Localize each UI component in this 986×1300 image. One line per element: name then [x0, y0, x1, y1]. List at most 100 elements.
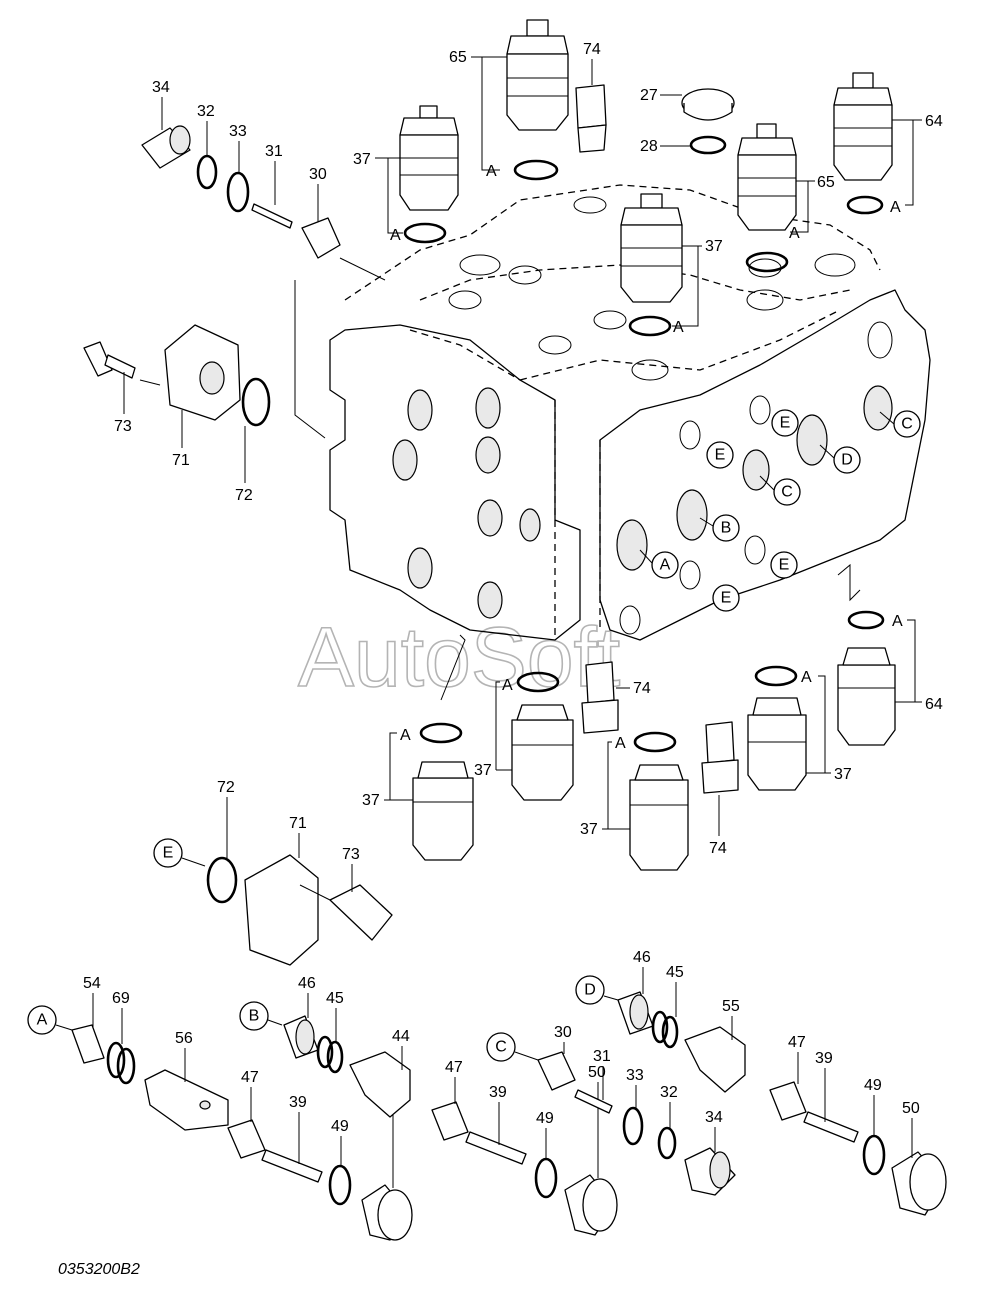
label-55: 55: [722, 998, 740, 1015]
part-33-oring-c: [622, 1106, 644, 1146]
label-45-d: 45: [666, 964, 684, 981]
part-39-spring-a: [261, 1149, 323, 1183]
label-28: 28: [640, 138, 658, 155]
drawing-code: 0353200B2: [58, 1261, 140, 1278]
part-31-spring: [251, 203, 293, 229]
part-a-oring-5: [846, 195, 884, 215]
part-37-relief-lower-mid: [511, 704, 574, 801]
label-44: 44: [392, 1028, 410, 1045]
part-a-oring-1: [403, 222, 447, 244]
part-a-oring-4: [745, 251, 789, 273]
valve-body: [329, 184, 931, 641]
part-44-spool: [349, 1051, 411, 1118]
label-56: 56: [175, 1030, 193, 1047]
part-37-relief-lower-left: [412, 761, 474, 861]
label-30-c: 30: [554, 1024, 572, 1041]
callout-b-bottom: [239, 1001, 269, 1031]
part-46-sleeve-b: [283, 1015, 319, 1059]
part-45-spring-d: [651, 1010, 679, 1049]
callout-e-2: E: [715, 447, 726, 464]
callout-a-bottom-text: A: [37, 1012, 48, 1029]
label-50-d: 50: [902, 1100, 920, 1117]
part-49-oring-a: [328, 1164, 352, 1206]
part-54-sleeve: [71, 1024, 105, 1064]
part-45-spring-b: [316, 1035, 344, 1074]
label-37-e: 37: [474, 762, 492, 779]
callout-e-1: E: [780, 415, 791, 432]
callout-b-face: B: [721, 520, 732, 537]
part-71-flange-e: [244, 854, 319, 966]
part-47-sleeve-a: [227, 1119, 266, 1159]
label-32: 32: [197, 103, 215, 120]
part-37-relief-lower-right: [747, 697, 807, 791]
part-56-spool: [144, 1069, 229, 1131]
part-50-plug-b: [564, 1174, 618, 1236]
part-30-poppet-c: [537, 1051, 576, 1091]
part-34-plug: [141, 125, 191, 169]
label-73-e: 73: [342, 846, 360, 863]
label-a-6: A: [892, 613, 903, 630]
part-65-relief-right: [737, 123, 797, 231]
label-74-a: 74: [583, 41, 601, 58]
label-47-a: 47: [241, 1069, 259, 1086]
label-31-c: 31: [593, 1048, 611, 1065]
part-74-check-lower-right: [701, 721, 739, 794]
callout-a-bottom: [27, 1005, 57, 1035]
callout-e-3: E: [779, 557, 790, 574]
part-65-relief-top: [506, 19, 569, 131]
label-64-b: 64: [925, 696, 943, 713]
callout-c-1: C: [901, 416, 913, 433]
part-31-spring-c: [574, 1089, 613, 1114]
label-47-d: 47: [788, 1034, 806, 1051]
label-27: 27: [640, 87, 658, 104]
part-50-plug-a: [361, 1184, 413, 1241]
label-74-c: 74: [633, 680, 651, 697]
part-a-oring-2: [513, 159, 559, 181]
part-47-sleeve-b: [431, 1101, 469, 1141]
part-49-oring-d: [862, 1134, 886, 1176]
label-71-e: 71: [289, 815, 307, 832]
callout-d-bottom-text: D: [584, 982, 596, 999]
label-a-10: A: [400, 727, 411, 744]
label-37-c: 37: [834, 766, 852, 783]
label-49-a: 49: [331, 1118, 349, 1135]
label-a-9: A: [502, 677, 513, 694]
label-65-a: 65: [449, 49, 467, 66]
label-74-b: 74: [709, 840, 727, 857]
label-a-3: A: [673, 319, 684, 336]
label-72-e: 72: [217, 779, 235, 796]
callout-d-bottom: [575, 975, 605, 1005]
part-73-bolt: [83, 341, 136, 379]
label-47-b: 47: [445, 1059, 463, 1076]
label-39-d: 39: [815, 1050, 833, 1067]
part-73-bolt-e: [329, 884, 393, 941]
part-50-plug-d: [891, 1151, 947, 1216]
part-30-poppet: [301, 217, 341, 259]
part-a-oring-7: [754, 665, 798, 687]
part-a-oring-3: [628, 315, 672, 337]
part-46-sleeve-d: [617, 991, 654, 1035]
label-37-d: 37: [580, 821, 598, 838]
label-65-b: 65: [817, 174, 835, 191]
callout-c-bottom-text: C: [495, 1039, 507, 1056]
part-33-oring: [226, 171, 250, 213]
label-71: 71: [172, 452, 190, 469]
label-a-7: A: [801, 669, 812, 686]
part-64-relief-lower: [837, 647, 896, 746]
part-a-oring-10: [419, 722, 463, 744]
label-64-a: 64: [925, 113, 943, 130]
part-72-oring-e: [206, 856, 238, 904]
label-a-2: A: [486, 163, 497, 180]
part-72-oring: [241, 377, 271, 427]
label-30: 30: [309, 166, 327, 183]
part-a-oring-6: [847, 610, 885, 630]
label-33-c: 33: [626, 1067, 644, 1084]
part-34-plug-c: [684, 1147, 736, 1196]
callout-a-face: A: [660, 557, 671, 574]
part-55-spool: [684, 1026, 746, 1093]
part-a-oring-8: [633, 731, 677, 753]
label-49-b: 49: [536, 1110, 554, 1127]
label-33: 33: [229, 123, 247, 140]
part-71-flange: [164, 324, 241, 421]
